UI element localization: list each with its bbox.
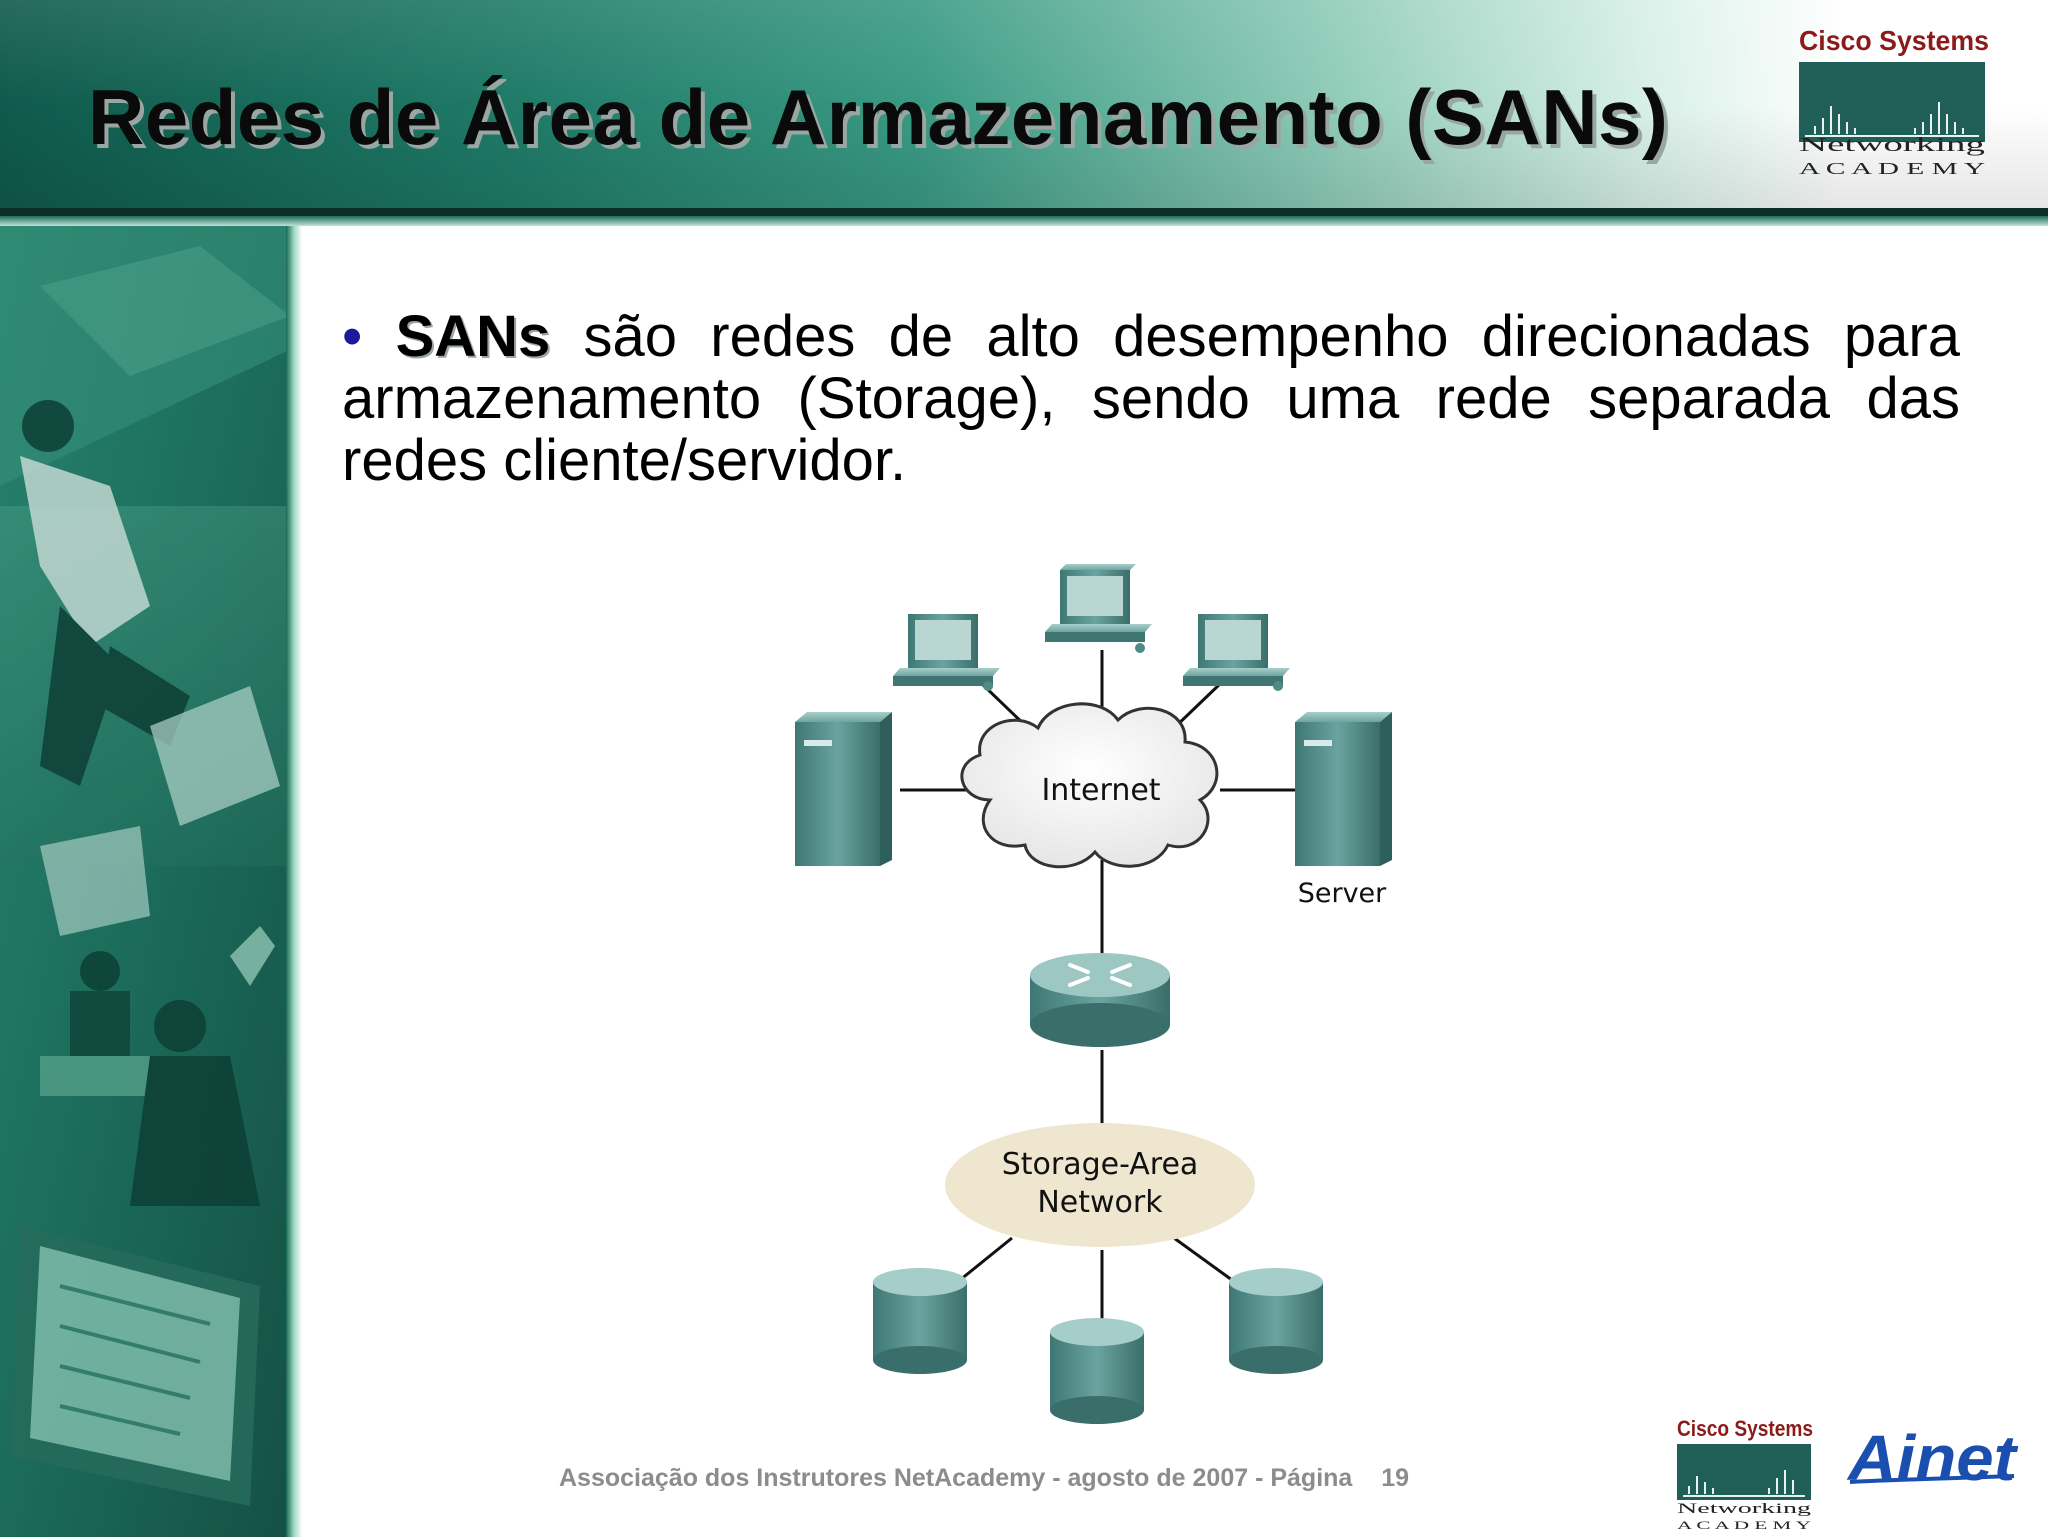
cisco-networking-academy-logo-small: Cisco Systems Networking A C A D E M Y: [1677, 1416, 1813, 1532]
server-icon-right: [1295, 712, 1392, 866]
internet-label: Internet: [1041, 773, 1160, 808]
small-logo-academy: A C A D E M Y: [1677, 1518, 1812, 1532]
laptop-image: [10, 1226, 260, 1506]
storage-disk-icon-right: [1229, 1268, 1323, 1374]
ainet-logo-text: Ainet: [1846, 1422, 2019, 1494]
small-logo-networking: Networking: [1677, 1501, 1812, 1517]
storage-disk-icon-center: [1050, 1318, 1144, 1424]
footer-text: Associação dos Instrutores NetAcademy - …: [559, 1464, 1409, 1493]
page-number: 19: [1381, 1464, 1410, 1492]
storage-area-network-ellipse: [945, 1123, 1255, 1247]
san-network-diagram: Server Internet Storage-Area Network: [795, 564, 1392, 1424]
cisco-bridge-icon: [1805, 102, 1979, 137]
internet-cloud-icon: [960, 702, 1219, 869]
bullet-paragraph: • SANs são redes de alto desempenho dire…: [342, 306, 1960, 492]
storage-disk-icon-left: [873, 1268, 967, 1374]
slide-title: Redes de Área de Armazenamento (SANs): [88, 73, 1669, 161]
header-divider-glow: [0, 216, 2048, 226]
workstation-icon-right: [1183, 614, 1290, 691]
bullet-text: são redes de alto desempenho direcionada…: [342, 304, 1960, 493]
workstation-icon-top: [1045, 564, 1152, 653]
footer-association: Associação dos Instrutores NetAcademy - …: [559, 1464, 1353, 1492]
router-icon: [1030, 953, 1170, 1047]
server-label: Server: [1298, 878, 1387, 909]
san-label-line1: Storage-Area: [1002, 1147, 1199, 1182]
server-icon-left: [795, 712, 892, 866]
bullet-term: SANs: [395, 304, 551, 369]
header-divider: [0, 208, 2048, 216]
cisco-logo-networking: Networking: [1799, 134, 1985, 156]
san-label-line2: Network: [1037, 1185, 1163, 1220]
header-shade: [0, 0, 2048, 212]
cisco-logo-title: Cisco Systems: [1799, 25, 1989, 56]
ainet-logo: Ainet: [1846, 1422, 2019, 1494]
cisco-networking-academy-logo: Cisco Systems Networking A C A D E M Y: [1799, 25, 1989, 178]
cisco-bridge-icon-small: [1683, 1470, 1805, 1497]
workstation-icon-left: [893, 614, 1000, 691]
paper-sheets: [40, 686, 280, 936]
person-figure-2: [40, 926, 275, 1206]
bullet-marker: •: [342, 304, 363, 369]
sidebar-edge: [286, 226, 302, 1537]
small-logo-title: Cisco Systems: [1677, 1416, 1813, 1441]
header-band: [0, 0, 2048, 212]
cisco-logo-academy: A C A D E M Y: [1799, 159, 1985, 178]
sidebar-photo-collage: [0, 226, 298, 1537]
